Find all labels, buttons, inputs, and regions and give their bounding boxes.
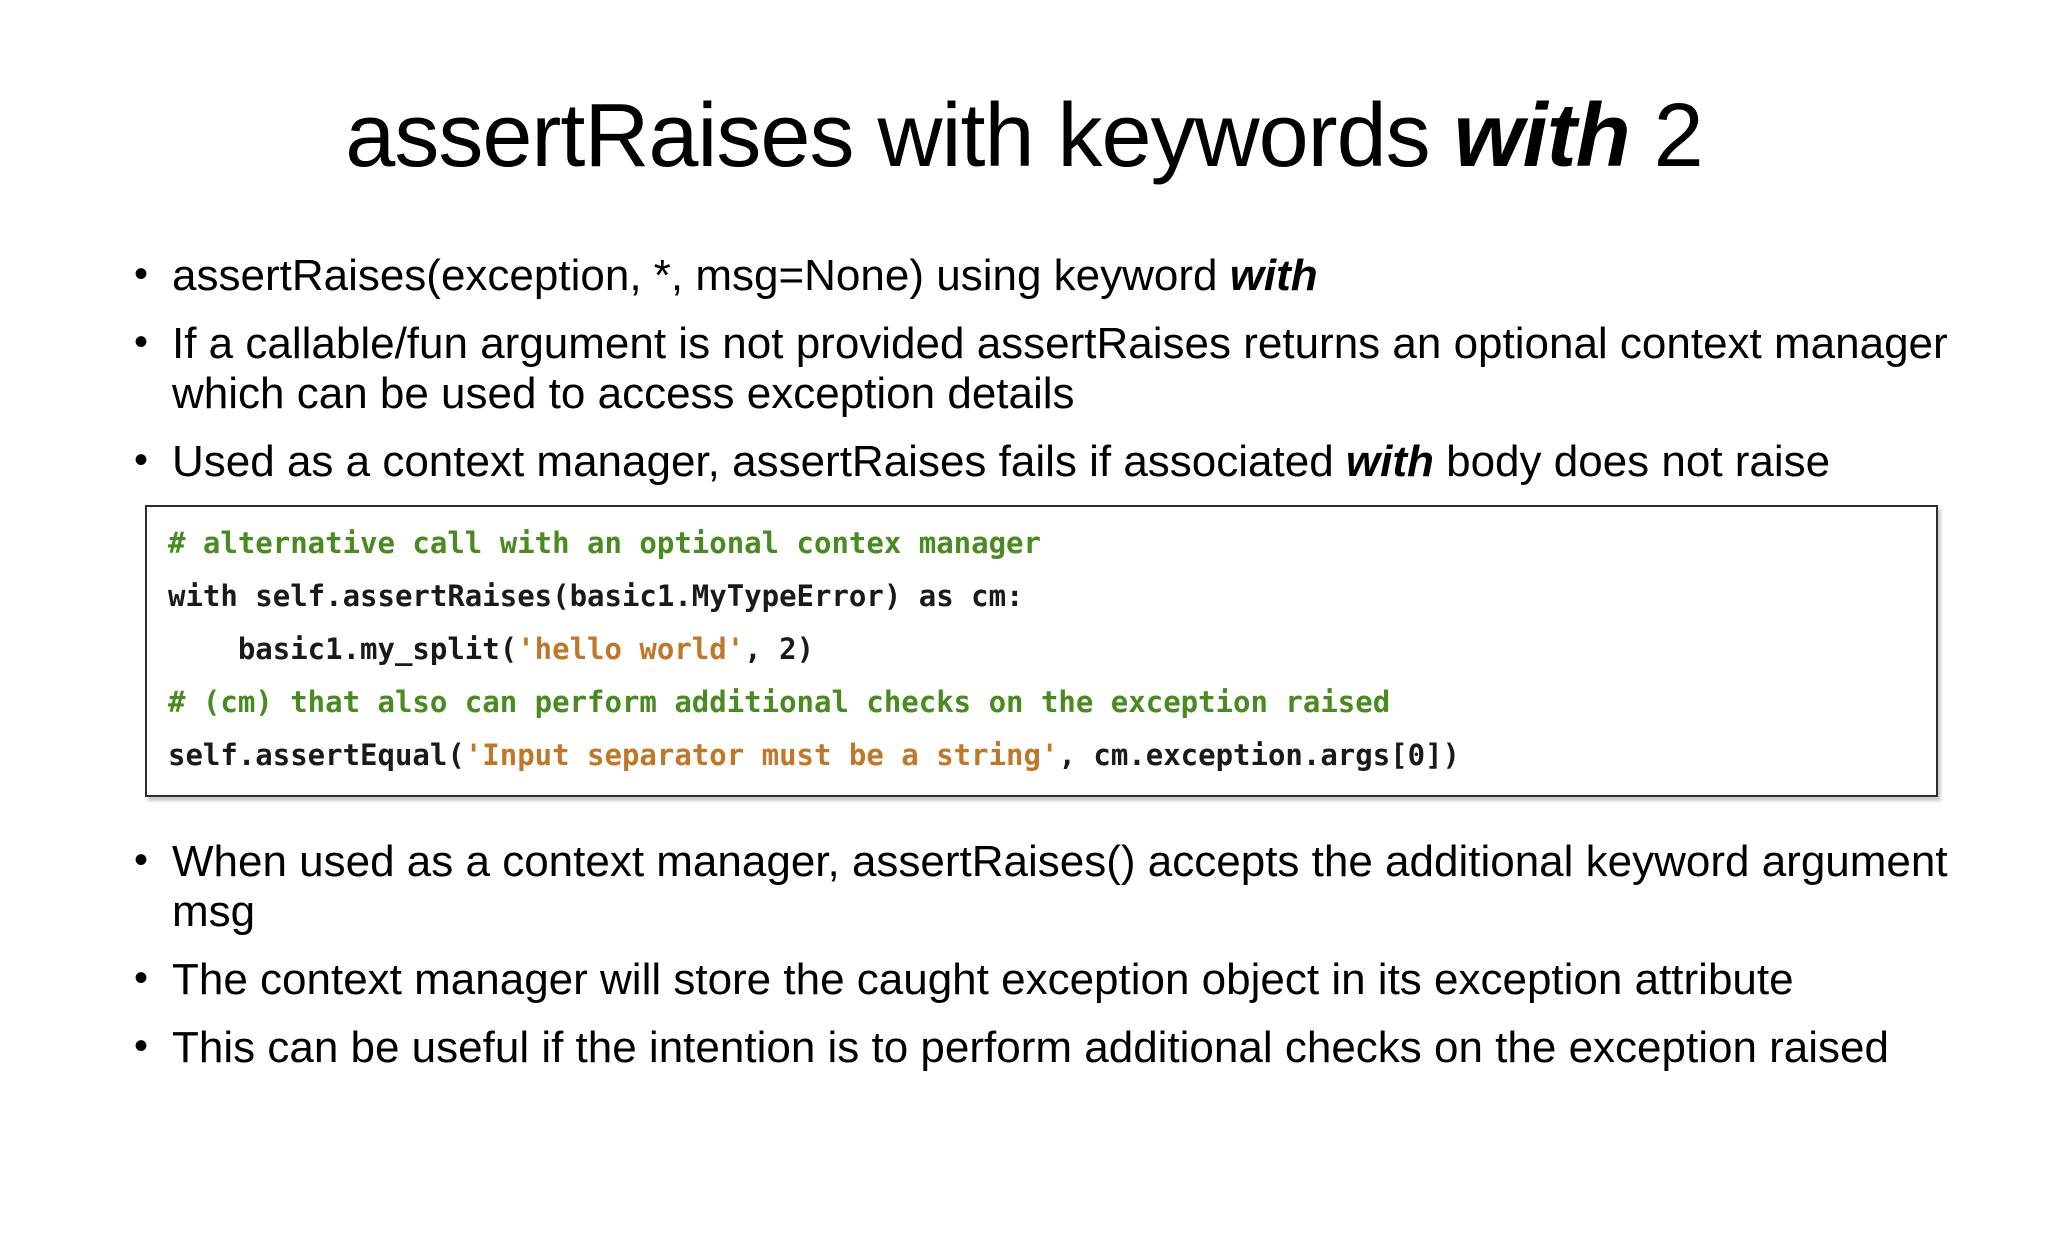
title-segment: 2 [1629,86,1704,186]
bullet-list-bottom: When used as a context manager, assertRa… [128,835,1958,1073]
code-segment: basic1.my_split( [168,631,518,666]
bullet-segment: Used as a context manager, assertRaises … [172,436,1346,486]
code-segment: 'hello world' [517,631,745,666]
slide-title: assertRaises with keywords with 2 [40,86,2008,187]
code-block: # alternative call with an optional cont… [145,504,1938,797]
code-segment: # (cm) that also can perform additional … [168,684,1391,719]
title-segment: assertRaises with keywords [345,86,1454,186]
bullet-segment: assertRaises(exception, *, msg=None) usi… [172,250,1230,300]
code-line: # (cm) that also can perform additional … [168,676,1926,729]
bullet-item: When used as a context manager, assertRa… [128,835,1958,937]
bullet-item: This can be useful if the intention is t… [128,1021,1958,1073]
title-segment: with [1453,86,1631,186]
bullet-segment: body does not raise [1433,436,1831,486]
code-line: self.assertEqual('Input separator must b… [168,729,1926,782]
bullet-list-top: assertRaises(exception, *, msg=None) usi… [128,249,1958,487]
bullet-segment: The context manager will store the caugh… [172,954,1794,1004]
bullet-segment: This can be useful if the intention is t… [172,1022,1889,1072]
code-segment: # alternative call with an optional cont… [168,525,1041,560]
bullet-segment: If a callable/fun argument is not provid… [172,318,1948,418]
bullet-segment: with [1345,436,1434,486]
bullet-segment: with [1229,250,1318,300]
code-line: with self.assertRaises(basic1.MyTypeErro… [168,570,1926,623]
code-line: basic1.my_split('hello world', 2) [168,623,1926,676]
code-segment: , 2) [744,631,815,666]
bullet-item: assertRaises(exception, *, msg=None) usi… [128,249,1958,301]
code-segment: self.assertEqual( [168,737,465,772]
code-line: # alternative call with an optional cont… [168,517,1926,570]
code-segment: 'Input separator must be a string' [464,737,1059,772]
code-segment: with self.assertRaises(basic1.MyTypeErro… [168,578,1024,613]
bullet-item: Used as a context manager, assertRaises … [128,435,1958,487]
code-segment: , cm.exception.args[0]) [1058,737,1461,772]
slide: assertRaises with keywords with 2 assert… [0,86,2048,1238]
bullet-item: If a callable/fun argument is not provid… [128,317,1958,419]
bullet-item: The context manager will store the caugh… [128,953,1958,1005]
bullet-segment: When used as a context manager, assertRa… [172,836,1948,936]
